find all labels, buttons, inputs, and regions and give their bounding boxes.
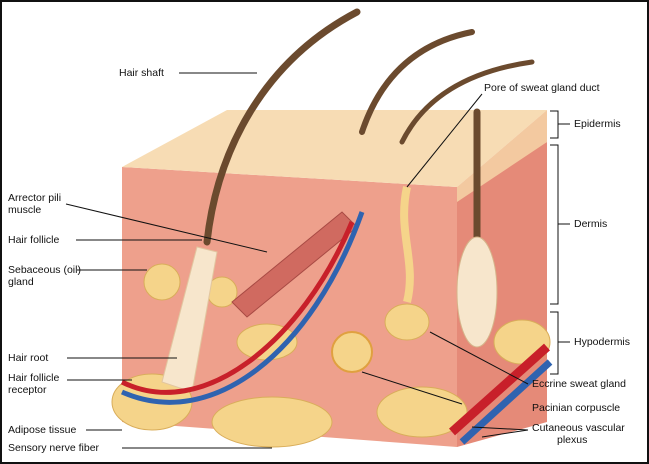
label-line: receptor (8, 384, 47, 396)
label-hair-root: Hair root (8, 352, 49, 364)
follicle-right (456, 236, 498, 348)
label-line: gland (8, 276, 34, 288)
label-line: muscle (8, 204, 42, 216)
label-hair-follicle: Hair follicle (8, 234, 60, 246)
label-pacinian: Pacinian corpuscle (532, 402, 621, 414)
label-line: Sebaceous (oil) (8, 264, 81, 276)
label-hypodermis: Hypodermis (574, 336, 631, 348)
label-line: Cutaneous vascular (532, 422, 625, 434)
label-adipose: Adipose tissue (8, 424, 77, 436)
label-sensory-nerve: Sensory nerve fiber (8, 442, 100, 454)
label-pore: Pore of sweat gland duct (484, 82, 600, 94)
label-line: Arrector pili (8, 192, 62, 204)
plexus-vein (459, 359, 553, 445)
label-dermis: Dermis (574, 218, 608, 230)
label-sebaceous: Sebaceous (oil)gland (8, 264, 81, 288)
layer-brackets (550, 110, 570, 375)
leader-lines (65, 72, 529, 449)
label-line: Hair follicle (8, 372, 60, 384)
label-eccrine: Eccrine sweat gland (532, 378, 626, 390)
vein (120, 211, 365, 405)
pacinian-corpuscle (331, 331, 373, 373)
hair-follicle (161, 246, 218, 393)
artery (120, 221, 355, 395)
label-epidermis: Epidermis (574, 118, 621, 130)
plexus-artery (448, 343, 551, 436)
sweat-duct (400, 186, 414, 303)
label-hair-shaft: Hair shaft (119, 67, 164, 79)
epidermis-top (122, 110, 547, 187)
label-line: plexus (557, 434, 588, 446)
